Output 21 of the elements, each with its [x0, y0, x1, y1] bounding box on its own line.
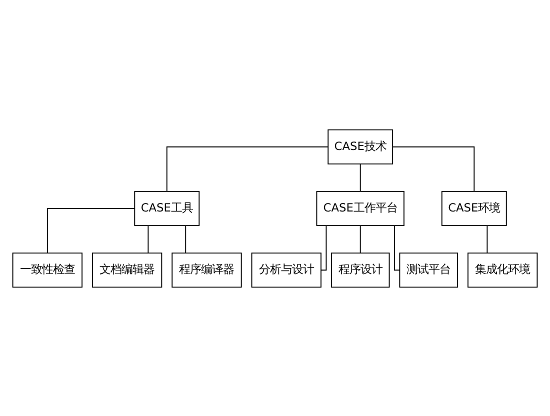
node-box: CASE技术: [328, 128, 394, 164]
node-box: 测试平台: [399, 252, 458, 288]
connector: [166, 146, 328, 192]
connector: [46, 208, 136, 253]
connector: [394, 224, 400, 270]
connector: [360, 224, 361, 254]
connector: [148, 224, 149, 254]
node-box: 程序编译器: [172, 252, 242, 288]
connector: [392, 146, 475, 192]
connector: [320, 224, 327, 270]
node-box: 分析与设计: [251, 252, 322, 288]
connector: [185, 224, 186, 254]
node-box: 一致性检查: [12, 252, 82, 288]
node-box: 集成化环境: [468, 252, 538, 288]
node-box: CASE工具: [134, 190, 200, 226]
connector: [486, 224, 488, 254]
node-box: CASE工作平台: [316, 190, 404, 226]
connector: [360, 163, 361, 192]
node-box: 程序设计: [330, 252, 390, 288]
node-box: CASE环境: [441, 190, 507, 226]
node-box: 文档编辑器: [92, 252, 162, 288]
